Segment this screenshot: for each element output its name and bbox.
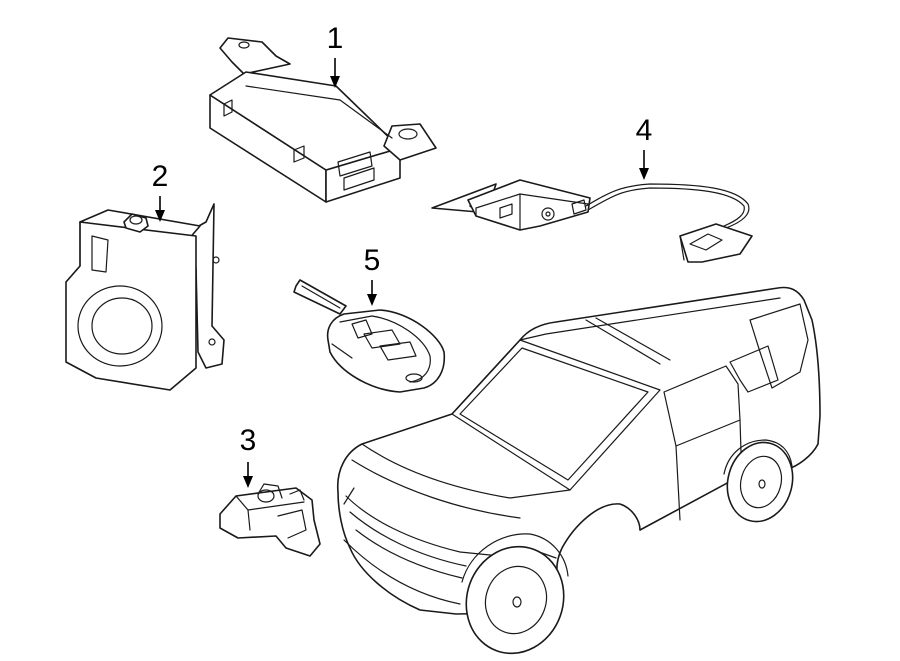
part-4-antenna-module <box>431 179 753 263</box>
callout-3: 3 <box>240 424 257 457</box>
part-3-sensor <box>219 483 321 557</box>
part-2-alarm-sounder <box>65 203 225 391</box>
callout-5: 5 <box>364 244 381 277</box>
vehicle-outline <box>337 286 821 655</box>
leader-lines <box>155 58 649 488</box>
part-5-key-fob <box>293 279 446 393</box>
callout-1: 1 <box>327 22 344 55</box>
part-1-control-module <box>209 37 437 203</box>
callout-4: 4 <box>636 114 653 147</box>
callout-2: 2 <box>152 160 169 193</box>
